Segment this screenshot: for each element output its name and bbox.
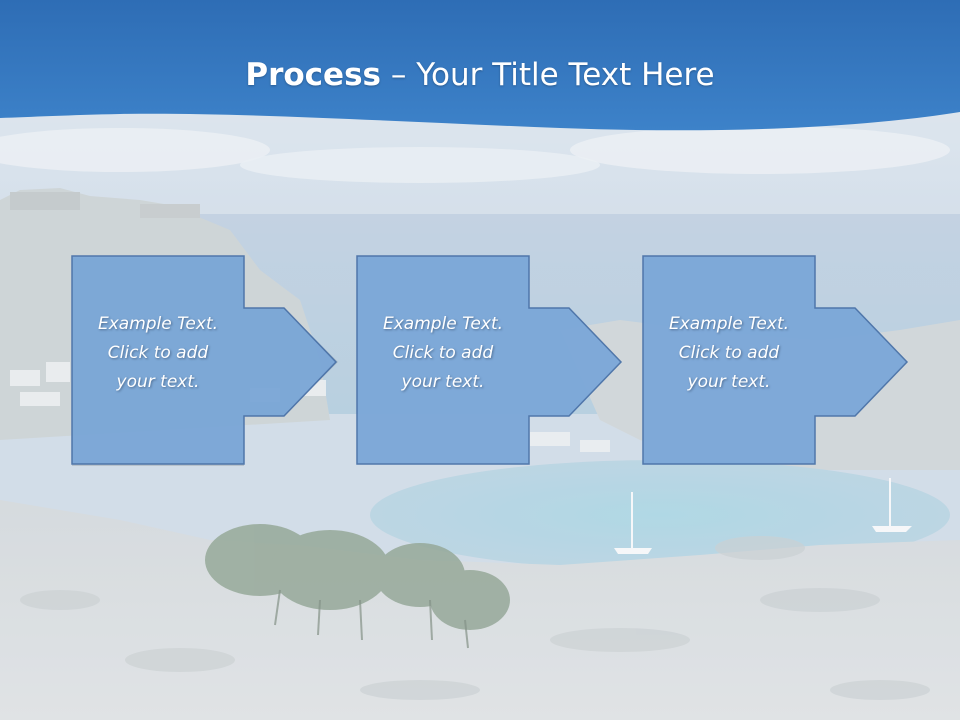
step-1-line-2: Click to add	[107, 343, 209, 363]
step-1-box	[71, 255, 338, 465]
step-2-line-3: your text.	[401, 372, 485, 392]
step-1-line-1: Example Text.	[97, 314, 219, 334]
step-1-line-3: your text.	[116, 372, 200, 392]
step-3-text[interactable]: Example Text. Click to add your text.	[651, 310, 807, 397]
process-step-3[interactable]: Example Text. Click to add your text.	[642, 255, 911, 468]
step-1-text[interactable]: Example Text. Click to add your text.	[80, 310, 236, 397]
title-bold-text: Process	[245, 57, 381, 93]
title-rest-text: – Your Title Text Here	[381, 57, 715, 93]
process-step-1[interactable]: Example Text. Click to add your text.	[71, 255, 340, 468]
step-2-line-1: Example Text.	[382, 314, 504, 334]
slide-title[interactable]: Process – Your Title Text Here	[0, 52, 960, 102]
process-step-2[interactable]: Example Text. Click to add your text.	[356, 255, 625, 468]
step-3-line-2: Click to add	[678, 343, 780, 363]
step-2-box	[356, 255, 623, 465]
step-3-line-1: Example Text.	[668, 314, 790, 334]
step-3-line-3: your text.	[687, 372, 771, 392]
step-2-line-2: Click to add	[392, 343, 494, 363]
step-3-box	[642, 255, 909, 465]
step-2-text[interactable]: Example Text. Click to add your text.	[365, 310, 521, 397]
